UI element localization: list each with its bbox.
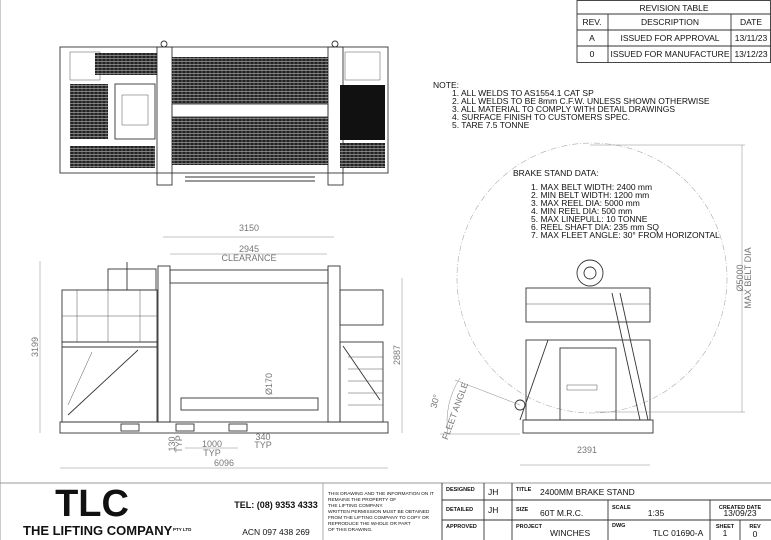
plan-view (59, 40, 389, 186)
dim-2391: 2391 (577, 445, 597, 455)
dim-shaft-dia: Ø170 (264, 373, 274, 395)
note-item: 1. ALL WELDS TO AS1554.1 CAT SP (452, 88, 594, 98)
dim-clearance-value: 2945 (239, 244, 259, 254)
description-cell: ISSUED FOR APPROVAL (620, 33, 719, 43)
notes-heading: NOTE: (433, 80, 459, 90)
revision-table-title: REVISION TABLE (639, 3, 708, 13)
disclaimer-line: THIS DRAWING AND THE INFORMATION ON IT (328, 491, 434, 497)
rev-value: 0 (753, 529, 758, 539)
brake-stand-item: 3. MAX REEL DIA: 5000 mm (531, 198, 640, 208)
project-label: PROJECT (516, 524, 543, 530)
designed-label: DESIGNED (446, 487, 475, 493)
description-cell: ISSUED FOR MANUFACTURE (610, 49, 729, 59)
dim-3199: 3199 (30, 337, 40, 357)
company-logo: TLC (55, 483, 129, 525)
dim-130: 130 (167, 436, 177, 451)
rev-cell: A (589, 33, 595, 43)
size-value: 60T M.R.C. (540, 508, 583, 518)
header-date: DATE (740, 17, 762, 27)
revision-table: REVISION TABLE REV. DESCRIPTION DATE A I… (576, 0, 771, 63)
brake-stand-item: 6. REEL SHAFT DIA: 235 mm SQ (531, 222, 659, 232)
brake-stand-item: 4. MIN REEL DIA: 500 mm (531, 206, 632, 216)
dim-2887: 2887 (392, 345, 402, 365)
dim-340: 340 (255, 432, 270, 442)
note-item: 4. SURFACE FINISH TO CUSTOMERS SPEC. (452, 112, 630, 122)
disclaimer-line: WRITTEN PERMISSION MUST BE OBTAINED (328, 509, 430, 515)
dim-fleet-angle-label: FLEET ANGLE (440, 381, 470, 441)
detailed-label: DETAILED (446, 507, 473, 513)
brake-stand-item: 5. MAX LINEPULL: 10 TONNE (531, 214, 648, 224)
dim-3150: 3150 (239, 223, 259, 233)
company-suffix: PTY LTD (173, 527, 192, 532)
disclaimer-line: REMAINS THE PROPERTY OF (328, 497, 396, 503)
disclaimer-line: OF THIS DRAWING. (328, 527, 373, 533)
acn: ACN 097 438 269 (242, 527, 310, 537)
sheet-label: SHEET (716, 524, 735, 530)
detailed-value: JH (488, 505, 498, 515)
brake-stand-item: 2. MIN BELT WIDTH: 1200 mm (531, 190, 649, 200)
dim-belt-dia-label: MAX BELT DIA (743, 247, 753, 308)
brake-stand-item: 1. MAX BELT WIDTH: 2400 mm (531, 182, 652, 192)
disclaimer-line: REPRODUCE THE WHOLE OR PART (328, 521, 411, 527)
company-name: THE LIFTING COMPANY (23, 523, 173, 538)
created-date-value: 13/09/23 (723, 508, 756, 518)
side-elevation: 2391 Ø5000 MAX BELT DIA 30° FLEET ANGLE … (429, 142, 753, 466)
date-cell: 13/12/23 (734, 49, 767, 59)
scale-label: SCALE (612, 505, 631, 511)
disclaimer-line: FROM THE LIFTING COMPANY TO COPY OR (328, 515, 430, 521)
sheet-value: 1 (723, 528, 728, 538)
brake-stand-heading: BRAKE STAND DATA: (513, 168, 599, 178)
size-label: SIZE (516, 507, 529, 513)
rev-cell: 0 (590, 49, 595, 59)
disclaimer-line: THE LIFTING COMPANY. (328, 503, 383, 509)
telephone: TEL: (08) 9353 4333 (234, 500, 318, 510)
header-description: DESCRIPTION (641, 17, 699, 27)
scale-value: 1:35 (648, 508, 665, 518)
approved-label: APPROVED (446, 524, 477, 530)
dim-340-typ: TYP (254, 440, 272, 450)
header-rev: REV. (582, 17, 601, 27)
dim-6096: 6096 (214, 458, 234, 468)
rev-label: REV (749, 524, 761, 530)
notes: NOTE: 1. ALL WELDS TO AS1554.1 CAT SP 2.… (433, 80, 710, 130)
note-item: 3. ALL MATERIAL TO COMPLY WITH DETAIL DR… (452, 104, 675, 114)
title-block: TLC THE LIFTING COMPANY PTY LTD TEL: (08… (0, 482, 771, 540)
designed-value: JH (488, 487, 498, 497)
drawing-title: 2400MM BRAKE STAND (540, 487, 635, 497)
created-date-label: CREATED DATE (719, 505, 762, 511)
title-label: TITLE (516, 487, 532, 493)
brake-stand-item: 7. MAX FLEET ANGLE: 30° FROM HORIZONTAL (531, 230, 720, 240)
dim-fleet-angle-value: 30° (429, 393, 442, 409)
dwg-value: TLC 01690-A (653, 528, 704, 538)
dim-130-typ: TYP (174, 435, 184, 453)
note-item: 5. TARE 7.5 TONNE (452, 120, 530, 130)
dim-belt-dia-value: Ø5000 (735, 264, 745, 291)
dwg-label: DWG (612, 523, 625, 529)
front-elevation: 3150 2945 CLEARANCE 3199 2887 Ø170 130 T… (30, 223, 403, 469)
project-value: WINCHES (550, 528, 590, 538)
dim-1000-typ: TYP (203, 448, 221, 458)
date-cell: 13/11/23 (735, 33, 768, 43)
dim-clearance-label: CLEARANCE (221, 253, 276, 263)
dim-1000: 1000 (202, 439, 222, 449)
note-item: 2. ALL WELDS TO BE 8mm C.F.W. UNLESS SHO… (452, 96, 710, 106)
